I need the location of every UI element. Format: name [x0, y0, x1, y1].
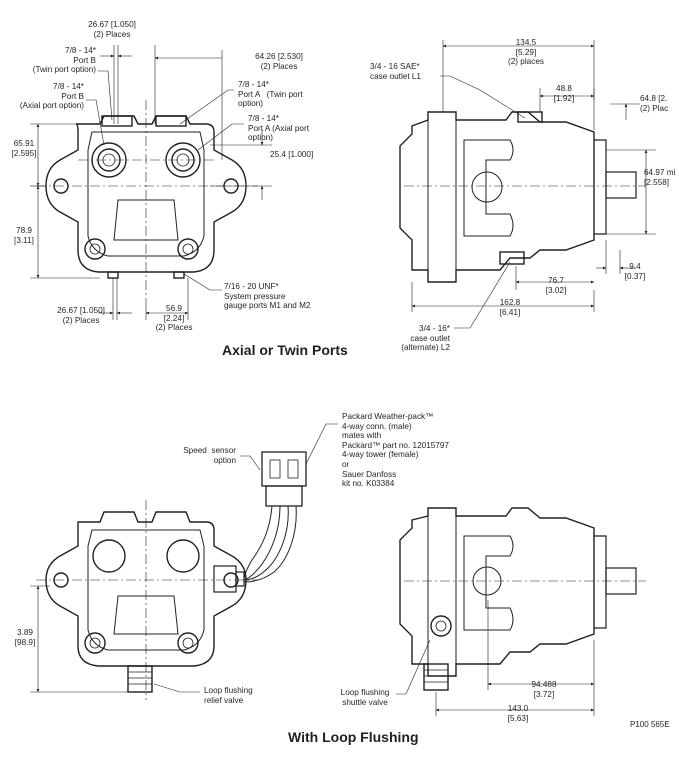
bottom-front-centerlines [36, 500, 258, 700]
top-side-pump-view [399, 111, 637, 283]
connector-note-label: Packard Weather-pack™ 4-way conn. (male)… [342, 412, 449, 489]
dim-right-top-label: 64.8 [2. (2) Plac [640, 94, 669, 113]
caption-loop-flushing: With Loop Flushing [288, 729, 419, 745]
dim-shaft-label: 64.97 mi [2.558] [644, 168, 676, 187]
top-side-dimension-lines [411, 40, 656, 329]
bottom-front-dimension-lines [30, 423, 338, 693]
case-outlet-l1-label: 3/4 - 16 SAE* case outlet L1 [370, 62, 421, 81]
dim-94-label: 94.488 [3.72] [531, 680, 557, 699]
dim-left-lower-label: 78.9 [3.11] [14, 226, 34, 245]
bottom-side-dimension-lines [396, 600, 595, 716]
dim-143-label: 143.0 [5.63] [507, 704, 529, 723]
port-b-axial-label: 7/8 - 14* Port B (Axial port option) [19, 82, 84, 111]
caption-axial-twin-ports: Axial or Twin Ports [222, 342, 348, 358]
top-front-dimension-lines [30, 45, 272, 320]
dim-162-label: 162.8 [6.41] [499, 298, 521, 317]
dim-bottom-right-label: 56.9 [2.24] (2) Places [155, 304, 193, 333]
case-outlet-l2-label: 3/4 - 16* case outlet (alternate) L2 [401, 324, 450, 353]
dim-134-label: 134.5 [5.29] (2) places [508, 38, 544, 67]
dim-9-label: 9.4 [0.37] [624, 262, 646, 281]
dim-bottom-left-label: 26.67 [1.050] (2) Places [57, 306, 105, 325]
port-a-axial-label: 7/8 - 14* Port A (Axial port option) [248, 114, 309, 143]
dim-port-offset-label: 25.4 [1.000] [270, 150, 314, 159]
speed-sensor-label: Speed sensor option [183, 446, 236, 465]
shuttle-valve-label: Loop flushing shuttle valve [340, 688, 390, 707]
dim-left-bottom-label: 3.89 [98.9] [14, 628, 36, 647]
bottom-side-pump-view [399, 507, 637, 691]
dim-76-label: 76.7 [3.02] [545, 276, 567, 295]
dim-left-upper-label: 65.91 [2.595] [11, 139, 37, 158]
gauge-ports-label: 7/16 - 20 UNF* System pressure gauge por… [224, 282, 311, 311]
port-b-twin-label: 7/8 - 14* Port B (Twin port option) [32, 46, 96, 75]
port-a-twin-label: 7/8 - 14* Port A (Twin port option) [238, 80, 303, 109]
dim-right-width-label: 64.26 [2.530] (2) Places [255, 52, 303, 71]
relief-valve-label: Loop flushing relief valve [204, 686, 253, 705]
dim-48-label: 48.8 [1.92] [553, 84, 575, 103]
figure-reference: P100 565E [630, 720, 670, 729]
speed-sensor-connector [243, 451, 307, 583]
dim-top-width-label: 26.67 [1.050] (2) Places [88, 20, 136, 39]
